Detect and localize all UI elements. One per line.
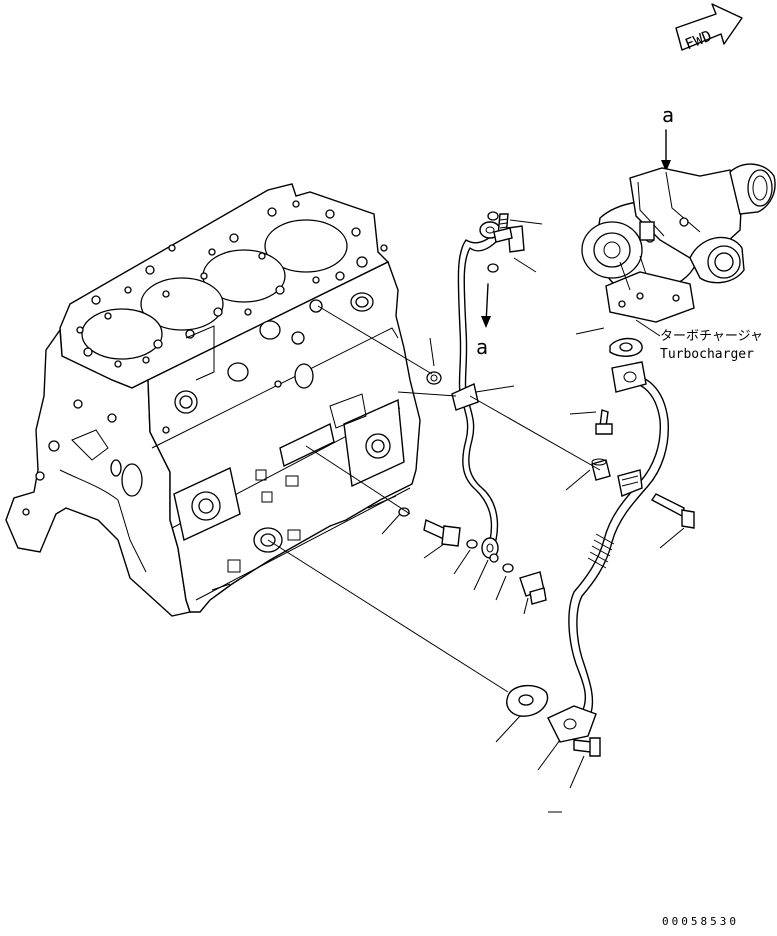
sleeve bbox=[591, 458, 611, 481]
eyebolt-bottom bbox=[519, 571, 547, 605]
bolt-turbo-return bbox=[595, 409, 613, 435]
marker-a-pipe: a bbox=[476, 335, 488, 359]
turbo-label-en: Turbocharger bbox=[660, 347, 754, 362]
gasket-turbo bbox=[609, 337, 643, 357]
washer-3 bbox=[489, 553, 499, 563]
bolt-lower bbox=[573, 737, 601, 757]
figure-number: 00058530 bbox=[662, 915, 739, 928]
fwd-arrow-icon: FWD bbox=[675, 3, 743, 54]
washer-block bbox=[426, 371, 442, 385]
turbocharger bbox=[581, 163, 776, 323]
gasket-block bbox=[506, 685, 549, 717]
marker-a-arrow bbox=[661, 129, 671, 172]
eyebolt-top bbox=[493, 213, 513, 243]
oil-inlet-tube bbox=[451, 221, 501, 559]
leader-lines bbox=[267, 219, 685, 813]
washer-1 bbox=[466, 539, 478, 549]
marker-a-top: a bbox=[662, 103, 674, 127]
connector-fitting bbox=[398, 507, 461, 547]
head-holes bbox=[76, 200, 388, 368]
turbo-label-jp: ターボチャージャ bbox=[660, 329, 763, 344]
fwd-label: FWD bbox=[682, 27, 714, 54]
marker-a-pipe-arrow bbox=[481, 283, 491, 328]
oil-return-tube bbox=[547, 361, 670, 743]
bolt-clip bbox=[650, 493, 695, 529]
banjo-block bbox=[487, 211, 525, 273]
cylinder-block bbox=[5, 183, 421, 617]
washer-2 bbox=[502, 563, 514, 573]
